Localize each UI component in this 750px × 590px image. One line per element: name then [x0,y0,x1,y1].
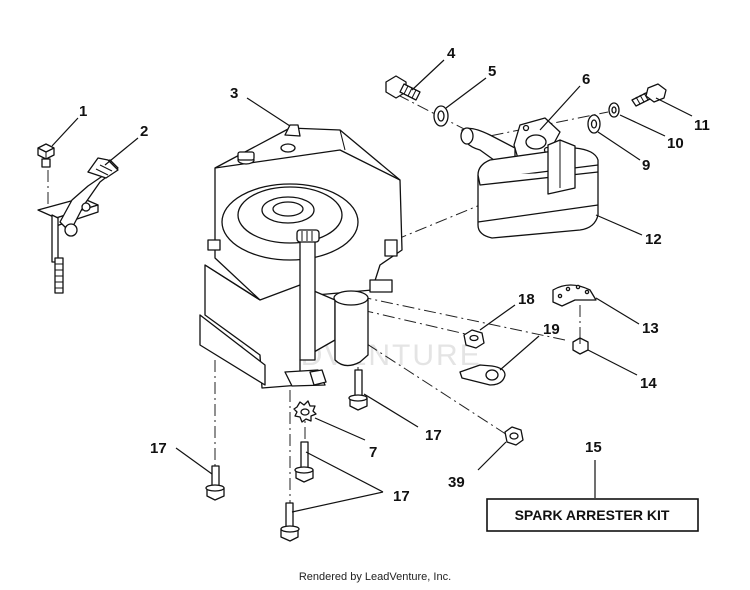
part-9-washer [587,114,601,134]
callout-13: 13 [642,320,659,337]
kit-label: SPARK ARRESTER KIT [515,507,670,523]
part-17-bolts [205,369,368,542]
callout-5: 5 [488,63,496,80]
part-2-throttle-bracket [37,157,119,294]
footer-credit: Rendered by LeadVenture, Inc. [298,571,452,583]
part-7-star-washer [293,400,317,423]
callout-17-bottom: 17 [393,488,410,505]
leader-lines [51,59,693,513]
part-1-bolt [37,143,55,168]
callout-numbers: 1 2 3 4 5 6 7 9 10 11 12 13 14 15 17 17 … [79,45,710,505]
callout-12: 12 [645,231,662,248]
callout-7: 7 [369,444,377,461]
part-5-washer [433,105,449,127]
callout-19: 19 [543,321,560,338]
callout-14: 14 [640,375,657,392]
callout-18: 18 [518,291,535,308]
callout-2: 2 [140,123,148,140]
part-10-washer [608,102,620,118]
callout-1: 1 [79,103,87,120]
callout-4: 4 [447,45,456,62]
callout-3: 3 [230,85,238,102]
part-39-nut [504,426,524,446]
part-19-clamp [459,364,506,386]
part-12-muffler [477,139,599,239]
callout-11: 11 [694,117,710,134]
callout-17-right: 17 [425,427,442,444]
callout-39: 39 [448,474,465,491]
part-13-gasket [552,284,597,307]
callout-17-left: 17 [150,440,167,457]
part-11-bolt [631,83,667,107]
part-4-bolt [385,75,421,101]
part-18-nut [463,329,485,349]
callout-15: 15 [585,439,602,456]
spark-arrester-kit-box: SPARK ARRESTER KIT [486,498,699,532]
callout-10: 10 [667,135,684,152]
callout-9: 9 [642,157,650,174]
callout-6: 6 [582,71,590,88]
part-3-engine [199,124,403,389]
part-14-screw [572,337,589,355]
